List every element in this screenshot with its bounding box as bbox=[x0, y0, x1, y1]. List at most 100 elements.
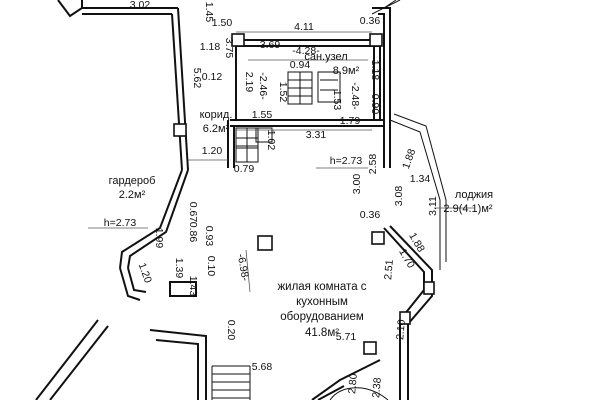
toilet-fixture-box bbox=[317, 71, 341, 103]
dim-120b: 1.20 bbox=[136, 261, 154, 284]
stair-arc bbox=[329, 387, 389, 400]
dim-568: 5.68 bbox=[252, 361, 273, 373]
dim-280: 2.80 bbox=[346, 373, 360, 395]
living-room-line2: кухонным bbox=[296, 296, 348, 308]
wall-right-upper bbox=[372, 7, 391, 168]
corridor-fixture-a-lines bbox=[236, 128, 258, 148]
dim-067: 0.67 bbox=[187, 202, 199, 223]
dim-562: 5.62 bbox=[191, 68, 203, 89]
dim-079: 0.79 bbox=[234, 163, 255, 175]
column-center bbox=[257, 235, 273, 251]
corridor-fixture-c bbox=[255, 127, 273, 143]
loggia-outline bbox=[389, 113, 447, 270]
dim-238: 2.38 bbox=[370, 377, 384, 399]
column-right bbox=[371, 231, 385, 245]
dim-300: 3.00 bbox=[351, 174, 363, 195]
top-right-wedge bbox=[371, 0, 401, 15]
dim-251: 2.51 bbox=[382, 259, 396, 281]
height-right: h=2.73 bbox=[330, 155, 363, 167]
dim-120: 1.20 bbox=[202, 145, 223, 157]
dim-086: 0.86 bbox=[187, 222, 199, 243]
living-room-area: 41.8м² bbox=[305, 327, 339, 339]
wall-toilet-top bbox=[236, 39, 380, 47]
dim-145: 1.45 bbox=[203, 2, 215, 23]
dim-118: 1.18 bbox=[200, 41, 221, 53]
living-room-line1: жилая комната с bbox=[277, 281, 366, 293]
dim-219: 2.19 bbox=[243, 72, 255, 93]
column-top-left bbox=[231, 33, 245, 47]
dim-258: 2.58 bbox=[367, 154, 379, 175]
wall-toilet-right bbox=[373, 46, 381, 120]
wall-block-143 bbox=[169, 281, 197, 297]
column-top-right bbox=[369, 33, 383, 47]
wardrobe-area: 2.2м² bbox=[119, 189, 146, 201]
wall-lower-left bbox=[119, 267, 147, 301]
dim-155: 1.55 bbox=[252, 109, 273, 121]
dim-302: 3.02 bbox=[130, 0, 151, 11]
wall-left-vertical bbox=[171, 7, 189, 171]
dim-150: 1.50 bbox=[212, 17, 233, 29]
stairs bbox=[211, 365, 389, 400]
columns bbox=[173, 33, 435, 355]
dimension-labels: 3.02 1.45 0.36 1.50 4.11 1.18 3.75 3.69 … bbox=[130, 0, 439, 398]
column-left-wall bbox=[173, 123, 187, 137]
dim-369: 3.69 bbox=[260, 39, 281, 51]
loggia-area: 2.9(4.1)м² bbox=[443, 203, 492, 215]
dim-036a: 0.36 bbox=[360, 15, 381, 27]
dim-331: 3.31 bbox=[306, 129, 327, 141]
dim-012: 0.12 bbox=[202, 71, 223, 83]
height-left: h=2.73 bbox=[104, 217, 137, 229]
dim-020: 0.20 bbox=[225, 320, 237, 341]
dim-153: 1.53 bbox=[331, 90, 343, 111]
stair-treads bbox=[211, 365, 251, 400]
wall-top-left bbox=[57, 0, 83, 18]
dimension-lines bbox=[88, 31, 474, 293]
wall-bottom-right bbox=[311, 359, 381, 400]
dim-698: -6.98- bbox=[235, 253, 252, 283]
walls bbox=[35, 0, 447, 400]
loggia-label: лоджия bbox=[455, 189, 493, 201]
wall-corridor bbox=[230, 46, 384, 127]
dim-375: 3.75 bbox=[223, 38, 235, 59]
column-bottom-right bbox=[399, 311, 411, 325]
wall-wardrobe-diagonal bbox=[119, 169, 189, 269]
dim-411: 4.11 bbox=[294, 21, 314, 33]
dim-094: 0.94 bbox=[290, 59, 311, 71]
wardrobe-label: гардероб bbox=[109, 175, 156, 187]
dim-036b: 0.36 bbox=[360, 209, 381, 221]
dim-210: 2.10 bbox=[394, 319, 408, 341]
dim-428: -4.28- bbox=[292, 45, 320, 57]
wall-stair-enclosure bbox=[149, 329, 207, 400]
dim-308: 3.08 bbox=[393, 186, 405, 207]
column-corner-2 bbox=[363, 341, 377, 355]
dim-010: 0.10 bbox=[205, 256, 217, 277]
dim-102: 1.02 bbox=[265, 130, 277, 151]
dim-311: 3.11 bbox=[427, 196, 439, 216]
toilet-area: 8.9м² bbox=[333, 65, 360, 77]
dim-188: 1.88 bbox=[400, 147, 418, 170]
dim-246: -2.46- bbox=[257, 72, 269, 100]
corridor-label: корид. bbox=[200, 109, 233, 121]
dim-248: -2.48- bbox=[349, 82, 361, 110]
living-room-line3: оборудованием bbox=[280, 311, 364, 323]
dim-118b: 1.18 bbox=[369, 60, 381, 81]
toilet-label: сан.узел bbox=[304, 51, 347, 63]
dim-134: 1.34 bbox=[410, 173, 431, 185]
dim-093: 0.93 bbox=[203, 226, 215, 247]
toilet-fixtures bbox=[235, 71, 341, 163]
dim-179: 1.79 bbox=[340, 115, 361, 127]
dim-199: 1.99 bbox=[153, 228, 165, 249]
toilet-fixture-grid-lines bbox=[288, 72, 312, 104]
dim-571: 5.71 bbox=[336, 331, 357, 343]
dim-line-698 bbox=[245, 249, 251, 293]
room-labels: сан.узел 8.9м² корид. 6.2м² гардероб 2.2… bbox=[104, 51, 493, 339]
column-corner-1 bbox=[423, 281, 435, 295]
corridor-area: 6.2м² bbox=[203, 123, 230, 135]
dim-143: 1.43 bbox=[187, 276, 199, 297]
dim-139: 1.39 bbox=[173, 258, 185, 279]
dim-090: 0.90 bbox=[369, 94, 381, 115]
dim-152: 1.52 bbox=[277, 82, 289, 103]
wall-stair-left bbox=[35, 319, 109, 400]
wall-top bbox=[82, 7, 178, 15]
